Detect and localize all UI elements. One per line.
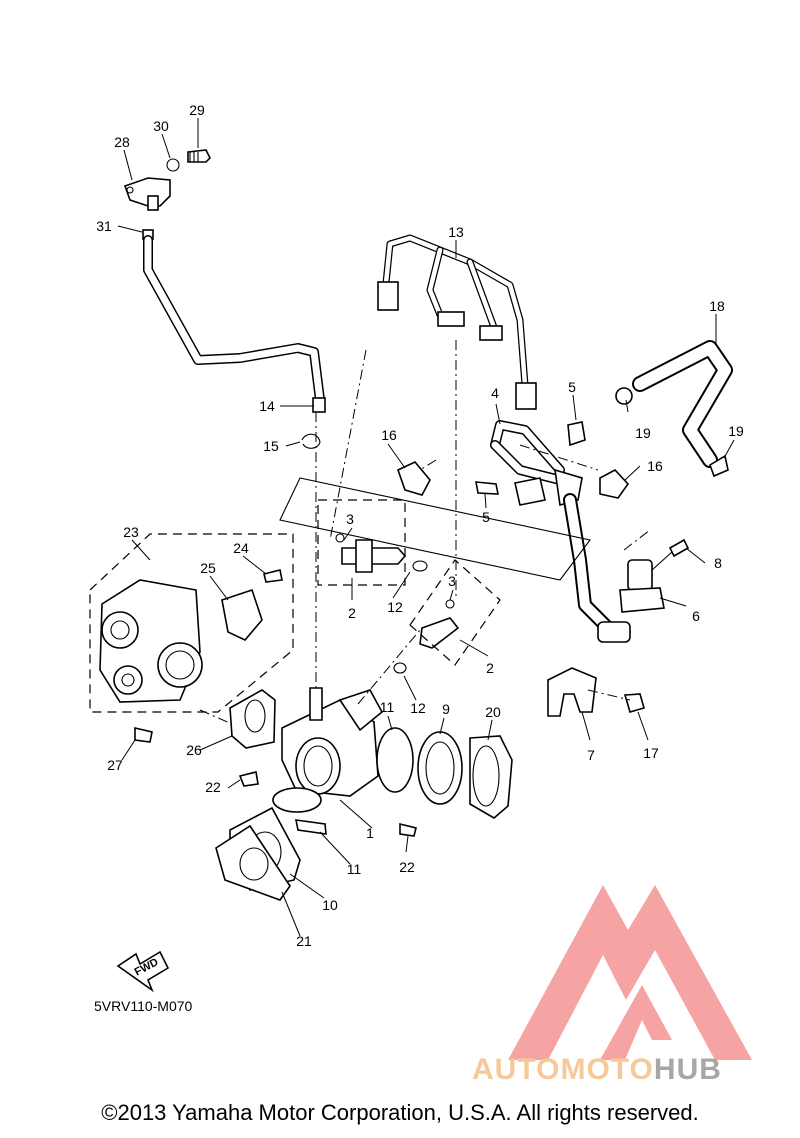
callout-3-lower: 3	[448, 573, 456, 589]
callout-16-left: 16	[381, 427, 397, 443]
callout-25: 25	[200, 560, 216, 576]
intake-air-pressure-sensor-assembly	[123, 149, 326, 449]
holder	[547, 667, 645, 717]
diagram-code: 5VRV110-M070	[94, 998, 193, 1014]
group-outline-injector-lower	[409, 559, 501, 666]
callout-22-right: 22	[399, 859, 415, 875]
group-outline-injector-upper	[317, 499, 406, 586]
callout-9: 9	[442, 701, 450, 717]
intake-joint-9	[376, 727, 513, 819]
callout-12-lower: 12	[410, 700, 426, 716]
callout-26: 26	[186, 742, 202, 758]
bracket-left	[397, 461, 431, 496]
watermark-text-part-b: HUB	[653, 1053, 722, 1086]
callout-31: 31	[96, 218, 112, 234]
callout-2-lower: 2	[486, 660, 494, 676]
callout-11-lower: 11	[347, 861, 362, 877]
callout-15: 15	[263, 438, 279, 454]
group-outline-throttle-body	[89, 533, 294, 713]
intake-throttle-body	[229, 687, 384, 797]
fuel-delivery-pipe	[475, 420, 631, 643]
callout-1: 1	[366, 825, 374, 841]
callout-7: 7	[587, 747, 595, 763]
wire-harness	[377, 234, 537, 410]
callout-28: 28	[114, 134, 130, 150]
callout-27: 27	[107, 757, 123, 773]
copyright-notice: ©2013 Yamaha Motor Corporation, U.S.A. A…	[101, 1100, 699, 1125]
callout-18: 18	[709, 298, 725, 314]
callout-17: 17	[643, 745, 659, 761]
fuel-injector-upper	[335, 533, 428, 573]
watermark-text-part-a: AUTOMOTO	[472, 1053, 654, 1086]
bracket-right	[599, 469, 630, 499]
watermark-text: AUTOMOTOHUB	[472, 1053, 722, 1087]
callout-21: 21	[296, 933, 312, 949]
fasteners	[238, 771, 417, 837]
callout-8: 8	[714, 555, 722, 571]
callout-24: 24	[233, 540, 249, 556]
callout-20: 20	[485, 704, 501, 720]
fuel-hose-assembly	[615, 340, 733, 478]
callout-13: 13	[448, 224, 464, 240]
callout-12-upper: 12	[387, 599, 403, 615]
callout-29: 29	[189, 102, 205, 118]
pressure-regulator	[619, 538, 690, 613]
callout-19-left: 19	[635, 425, 651, 441]
callout-5-upper: 5	[568, 379, 576, 395]
fuel-injector-lower	[393, 599, 460, 674]
callout-11-upper: 11	[380, 699, 395, 715]
callout-2-upper: 2	[348, 605, 356, 621]
callout-19-right: 19	[728, 423, 744, 439]
pipe-outline	[279, 477, 591, 581]
callout-23: 23	[123, 524, 139, 540]
callout-3-upper: 3	[346, 511, 354, 527]
callout-14: 14	[259, 398, 275, 414]
callout-30: 30	[153, 118, 169, 134]
throttle-body	[99, 569, 283, 743]
callout-22-left: 22	[205, 779, 221, 795]
automotohub-logo	[508, 885, 752, 1060]
alignment-lines	[199, 340, 651, 725]
callout-10: 10	[322, 897, 338, 913]
callout-6: 6	[692, 608, 700, 624]
forward-direction-arrow: FWD	[116, 950, 170, 993]
callout-5-lower: 5	[482, 509, 490, 525]
intake-joint-lower	[215, 787, 322, 901]
callout-16-right: 16	[647, 458, 663, 474]
callout-4: 4	[491, 385, 499, 401]
leader-lines	[117, 118, 735, 937]
callout-labels: 1 2 2 3 3 4 5 5 6 7 8 9 10 11 11 12 12 1…	[96, 102, 744, 949]
